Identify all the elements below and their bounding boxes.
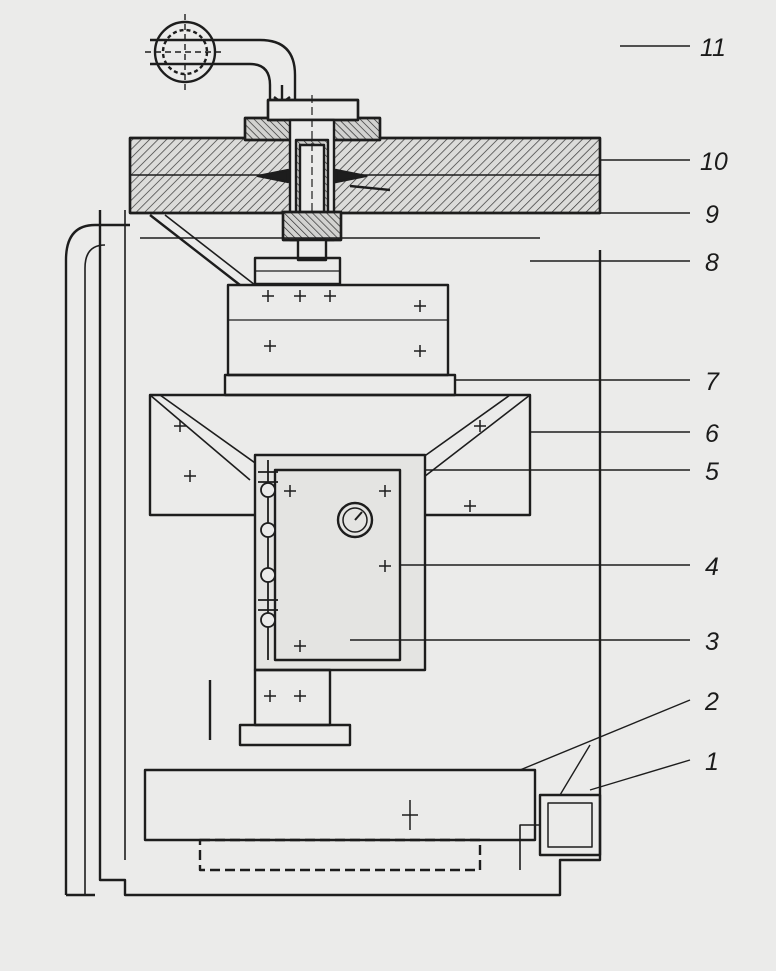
label-11: 11: [700, 34, 726, 62]
label-8: 8: [705, 249, 719, 277]
feed-wheel: [145, 14, 297, 105]
lower-column: [208, 668, 352, 747]
label-4: 4: [705, 553, 719, 581]
base-and-motor: [143, 744, 602, 872]
label-10: 10: [700, 148, 728, 176]
control-panel: [253, 453, 427, 672]
upper-housing: [223, 256, 457, 397]
label-6: 6: [705, 420, 719, 448]
label-9: 9: [705, 201, 719, 229]
label-3: 3: [705, 628, 719, 656]
label-5: 5: [705, 458, 719, 486]
spindle: [256, 95, 391, 262]
label-2: 2: [704, 688, 719, 716]
work-table: [128, 98, 602, 215]
label-7: 7: [705, 368, 720, 396]
label-1: 1: [705, 748, 719, 776]
machine-column: [64, 210, 602, 897]
callout-labels: 11 10 9 8 7 6 5 4 3 2 1: [700, 34, 728, 776]
leader-lines: [350, 45, 691, 791]
